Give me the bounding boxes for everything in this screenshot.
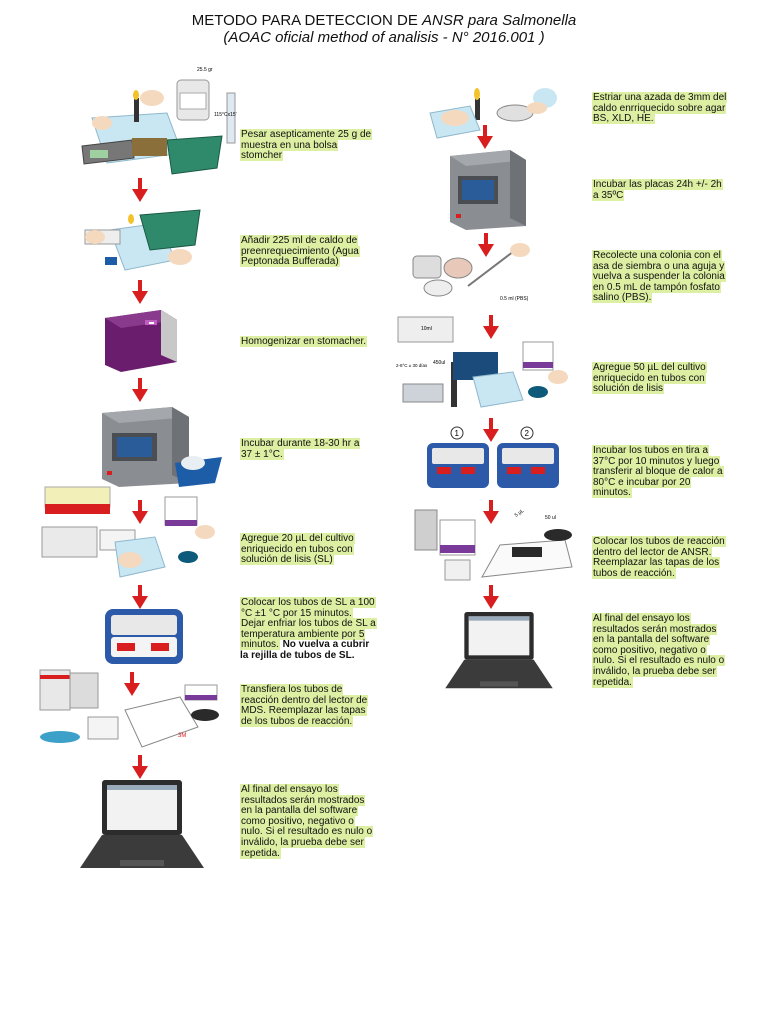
right-step-7: Al final del ensayo los resultados serán…	[592, 613, 729, 688]
incubator-right-illustration	[450, 150, 526, 230]
left-step-4-text: Incubar durante 18-30 hr a 37 ± 1°C.	[240, 438, 361, 460]
left-step-2-text: Añadir 225 ml de caldo de preenrequecimi…	[240, 235, 360, 268]
arrow-left-4	[132, 500, 148, 524]
weighing-illustration: 25.5 gr 115°Cx15'	[81, 67, 237, 175]
arrow-left-6	[124, 672, 140, 696]
right-step-7-text: Al final del ensayo los resultados serán…	[592, 613, 726, 688]
colony-pick-illustration: 0.5 ml (PBS)	[412, 243, 530, 302]
pbs-label: 0.5 ml (PBS)	[500, 296, 529, 302]
arrow-right-1	[478, 233, 494, 257]
diag-label2: 50 ul	[545, 515, 556, 521]
cold-label: 2-8°C ± 30 días	[396, 363, 428, 368]
incubator-illustration	[102, 407, 222, 487]
title-prefix: METODO PARA DETECCION DE	[191, 12, 423, 29]
vol450-label: 450ul	[433, 360, 445, 366]
right-step-1-text: Estriar una azada de 3mm del caldo enrri…	[592, 92, 728, 125]
two-heat-blocks-illustration: 1 2	[427, 426, 559, 488]
left-step-1: Pesar asepticamente 25 g de muestra en u…	[240, 129, 373, 162]
tube10-label: 10ml	[421, 326, 432, 332]
arrow-right-5	[483, 585, 499, 609]
left-step-1-text: Pesar asepticamente 25 g de muestra en u…	[240, 129, 373, 162]
left-step-8-text: Al final del ensayo los resultados serán…	[240, 784, 374, 859]
circle2-label: 2	[525, 429, 530, 438]
arrow-right-4	[483, 500, 499, 524]
left-step-6-bold: No vuelva a cubrir la rejilla de tubos d…	[240, 639, 370, 661]
circle1-label: 1	[455, 429, 460, 438]
lysis-right-illustration: 10ml 2-8°C ± 30 días 450ul	[396, 316, 568, 408]
broth-illustration	[84, 209, 201, 271]
left-step-3-text: Homogenizar en stomacher.	[240, 336, 368, 347]
left-step-7: Transfiera los tubos de reacción dentro …	[240, 684, 378, 727]
right-step-5: Incubar los tubos en tira a 37°C por 10 …	[592, 445, 729, 499]
right-step-1: Estriar una azada de 3mm del caldo enrri…	[592, 92, 728, 125]
left-step-7-text: Transfiera los tubos de reacción dentro …	[240, 684, 369, 727]
weight-label: 25.5 gr	[197, 67, 213, 73]
diag-label: 5 µL	[514, 508, 526, 519]
threem-label: 3M	[178, 733, 186, 739]
arrow-left-1	[132, 178, 148, 202]
laptop-illustration-right	[445, 612, 553, 689]
title-italic: ANSR para Salmonella	[422, 12, 577, 29]
arrow-left-3	[132, 378, 148, 402]
lysis-tubes-illustration	[41, 486, 215, 578]
right-step-3-text: Recolecte una colonia con el asa de siem…	[592, 250, 726, 304]
arrow-left-2	[132, 280, 148, 304]
streaking-illustration	[429, 88, 557, 139]
right-step-3: Recolecte una colonia con el asa de siem…	[592, 250, 729, 304]
arrow-left-5	[132, 585, 148, 609]
page-subtitle: (AOAC oficial method of analisis - N° 20…	[0, 29, 768, 47]
right-step-4: Agregue 50 µL del cultivo enriquecido en…	[592, 362, 729, 395]
right-step-6: Colocar los tubos de reacción dentro del…	[592, 536, 729, 579]
arrow-left-7	[132, 755, 148, 779]
arrow-right-2	[483, 315, 499, 339]
arrow-right-0	[477, 125, 493, 149]
arrow-right-3	[483, 418, 499, 442]
ansr-reader-illustration: 5 µL 50 ul	[414, 508, 573, 581]
left-step-8: Al final del ensayo los resultados serán…	[240, 784, 375, 859]
laptop-illustration-left	[80, 780, 204, 868]
stomacher-illustration	[105, 310, 177, 372]
right-step-6-text: Colocar los tubos de reacción dentro del…	[592, 536, 726, 579]
mds-reader-illustration: 3M	[39, 669, 219, 748]
right-step-4-text: Agregue 50 µL del cultivo enriquecido en…	[592, 362, 707, 395]
left-step-6: Colocar los tubos de SL a 100 °C ±1 °C p…	[240, 597, 377, 662]
right-step-2: Incubar las placas 24h +/- 2h a 35ºC	[592, 179, 727, 201]
left-step-3: Homogenizar en stomacher.	[240, 336, 373, 348]
left-step-2: Añadir 225 ml de caldo de preenrequecimi…	[240, 235, 373, 268]
temp-label: 115°Cx15'	[214, 112, 237, 118]
subtitle-italic: (AOAC oficial method of analisis - N° 20…	[223, 29, 545, 46]
left-step-5-text: Agregue 20 µL del cultivo enriquecido en…	[240, 533, 355, 566]
right-step-5-text: Incubar los tubos en tira a 37°C por 10 …	[592, 445, 724, 499]
page-title: METODO PARA DETECCION DE ANSR para Salmo…	[0, 12, 768, 30]
right-step-2-text: Incubar las placas 24h +/- 2h a 35ºC	[592, 179, 723, 201]
left-step-4: Incubar durante 18-30 hr a 37 ± 1°C.	[240, 438, 373, 460]
heat-block-illustration	[105, 609, 183, 664]
left-step-5: Agregue 20 µL del cultivo enriquecido en…	[240, 533, 375, 566]
